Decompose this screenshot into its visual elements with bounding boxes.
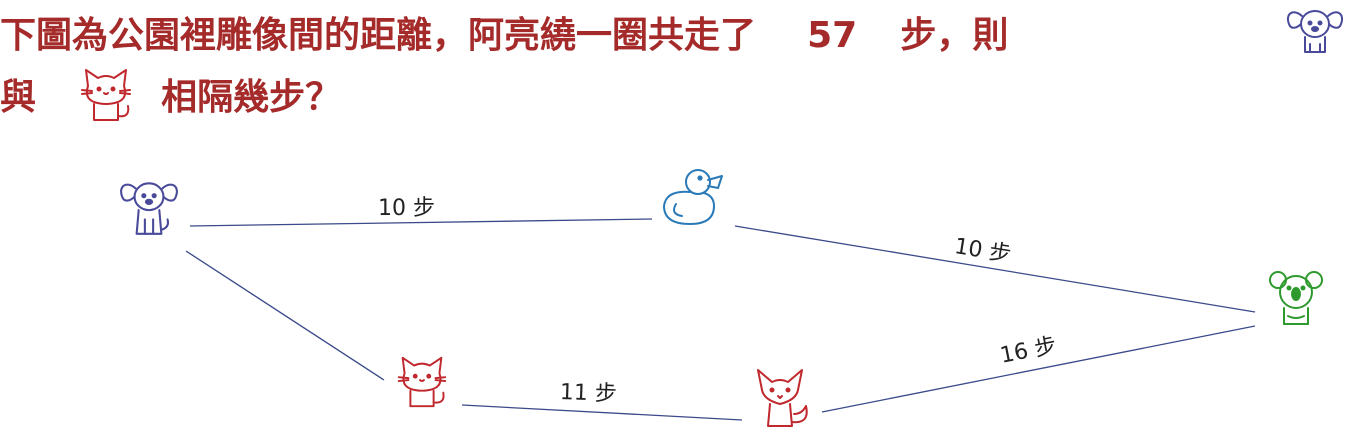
line-koala-fox — [821, 325, 1256, 413]
koala-statue-icon — [1268, 268, 1324, 330]
question-text-b: 步，則 — [900, 15, 1009, 56]
distance-label-dog-duck: 10 步 — [378, 196, 435, 221]
question-text-d: 相隔幾步？ — [161, 77, 342, 118]
dog-statue-icon — [116, 172, 182, 242]
line-dog-cat — [185, 250, 385, 381]
distance-label-fox-cat: 11 步 — [559, 380, 618, 407]
total-steps: 57 — [807, 15, 858, 56]
line-duck-koala — [734, 225, 1256, 313]
question-text-a: 下圖為公園裡雕像間的距離，阿亮繞一圈共走了 — [0, 15, 757, 56]
duck-statue-icon — [660, 164, 724, 230]
cat-icon — [78, 64, 134, 126]
fox-statue-icon — [748, 366, 812, 432]
line-fox-cat — [461, 404, 743, 421]
question-text-c: 與 — [0, 77, 37, 118]
cat-statue-icon — [392, 352, 452, 412]
question-line-1: 下圖為公園裡雕像間的距離，阿亮繞一圈共走了 57 步，則 — [0, 16, 1008, 56]
line-dog-duck — [189, 218, 653, 227]
question-line-2: 與 相隔幾步？ — [0, 78, 341, 118]
dog-icon — [1283, 2, 1347, 58]
